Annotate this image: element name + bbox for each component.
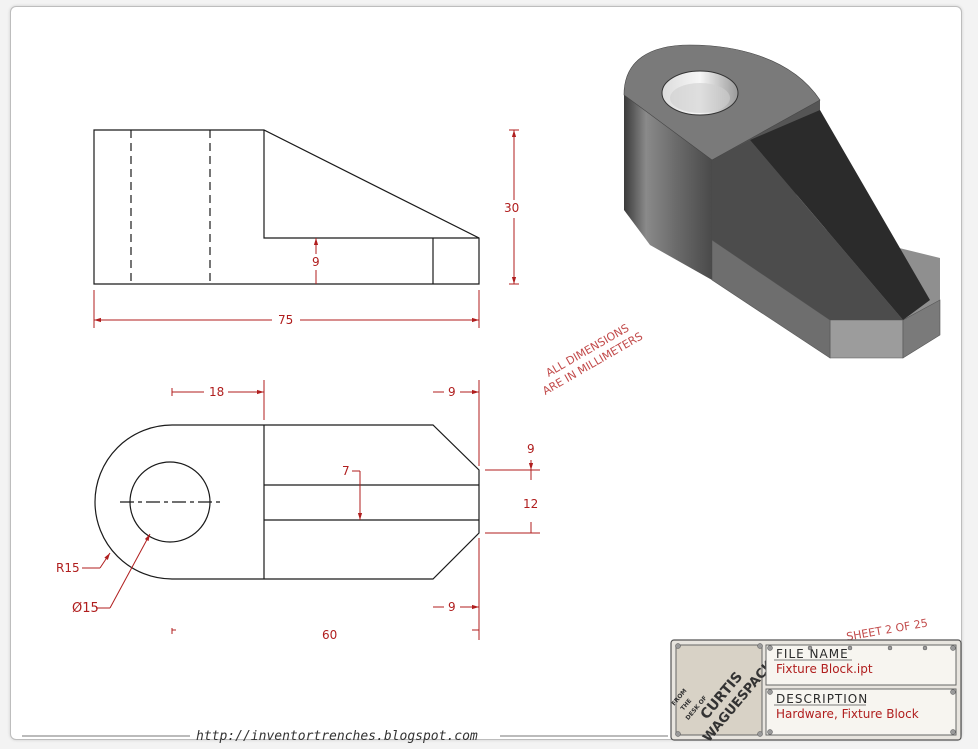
description-value: Hardware, Fixture Block — [776, 707, 919, 721]
units-note: ALL DIMENSIONS ARE IN MILLIMETERS — [540, 321, 645, 397]
dim-top-chamfer-bottom: 9 — [448, 600, 456, 614]
top-view — [94, 424, 480, 580]
iso-rib — [750, 110, 930, 320]
dim-front-height: 30 — [504, 201, 519, 215]
dim-front-width: 75 — [278, 313, 293, 327]
iso-base-chamfer — [902, 299, 941, 359]
stamp-box — [675, 644, 763, 736]
description-field — [765, 688, 957, 736]
dim-hole-offset: 18 — [209, 385, 224, 399]
isometric-view — [623, 44, 941, 359]
front-view-outline — [93, 129, 480, 285]
dim-right-slot: 12 — [523, 497, 538, 511]
dim-radius: R15 — [56, 561, 80, 575]
dim-right-chamfer: 9 — [527, 442, 535, 456]
front-view-step — [263, 130, 479, 239]
top-view-outline — [94, 424, 480, 580]
file-name-field — [765, 644, 957, 686]
dim-slot-width: 7 — [342, 464, 350, 478]
front-view — [93, 129, 480, 285]
footer-url[interactable]: http://inventortrenches.blogspot.com — [196, 729, 478, 744]
dim-top-chamfer-top: 9 — [448, 385, 456, 399]
iso-rib-face — [712, 140, 903, 320]
dim-front-step: 9 — [312, 255, 320, 269]
iso-block-side — [624, 95, 712, 280]
description-label: DESCRIPTION — [776, 692, 868, 706]
dim-overall-length: 60 — [322, 628, 337, 642]
iso-base-front — [829, 319, 904, 359]
dim-hole-diameter: Ø15 — [72, 601, 99, 616]
front-view-dimensions — [93, 129, 519, 328]
title-block: FROM THE DESK OF CURTIS WAGUESPACK FILE … — [670, 639, 962, 745]
title-block-rivets — [675, 643, 956, 737]
file-name-label: FILE NAME — [776, 647, 849, 661]
top-view-dimensions — [82, 380, 540, 640]
file-name-value: Fixture Block.ipt — [776, 662, 873, 676]
